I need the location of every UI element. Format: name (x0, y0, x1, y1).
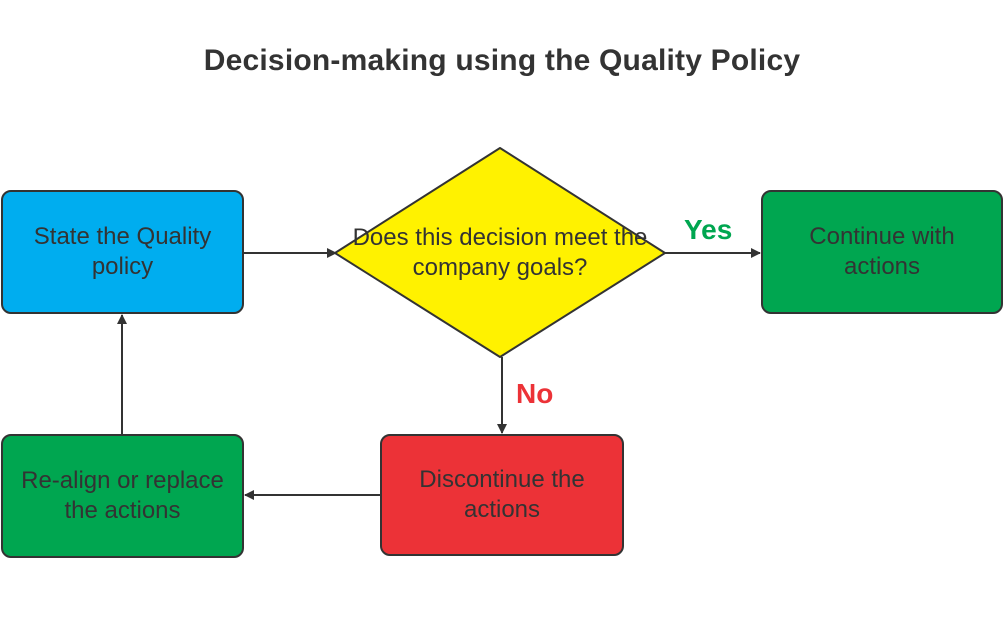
continue-label: Continue with actions (809, 223, 955, 280)
continue-node: Continue with actions (761, 190, 1003, 314)
realign-label: Re-align or replace the actions (21, 467, 224, 524)
decision-diamond (334, 147, 666, 358)
no-edge-label: No (516, 378, 554, 409)
discontinue-label: Discontinue the actions (419, 466, 585, 523)
diagram-title: Decision-making using the Quality Policy (203, 44, 801, 77)
decision-label: Does this decision meet the company goal… (352, 224, 648, 281)
realign-node: Re-align or replace the actions (1, 434, 244, 558)
state-policy-node: State the Quality policy (1, 190, 244, 314)
state-policy-label: State the Quality policy (33, 223, 212, 280)
yes-edge-label: Yes (684, 214, 733, 245)
discontinue-node: Discontinue the actions (380, 434, 624, 556)
